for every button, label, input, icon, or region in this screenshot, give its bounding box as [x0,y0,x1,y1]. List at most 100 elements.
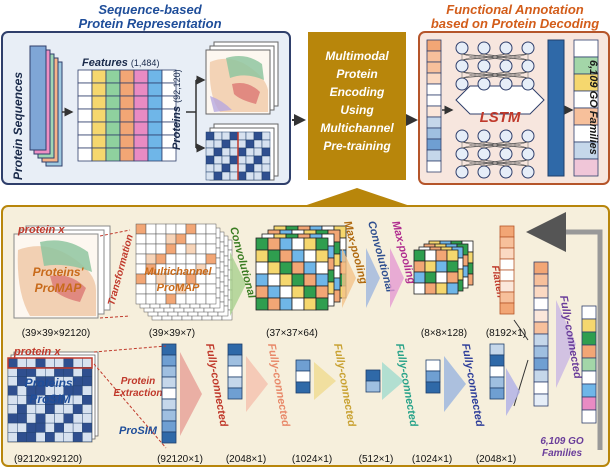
pool2-feature-cube [413,240,474,295]
feature-cell [133,69,149,84]
dim-39x39x7: (39×39×7) [149,328,195,339]
feature-cell [119,82,135,97]
multichannel-label-line2: ProMAP [157,282,200,294]
sequence-sheets [29,45,63,167]
feature-cell [147,82,163,97]
feature-cell [105,69,121,84]
feature-cell [147,147,163,162]
dim-8x8x128: (8×8×128) [421,328,467,339]
dim-92120x92120: (92120×92120) [14,454,82,465]
center-line3: Encoding [330,85,385,99]
dim-2048x1-b: (2048×1) [476,454,516,465]
feature-cell [91,95,107,110]
input-embedding-column [426,39,442,173]
output-column [581,305,597,424]
feature-cell [91,147,107,162]
fc-chain [161,343,520,444]
hidden-column [547,39,565,177]
center-line1: Multimodal [325,49,389,63]
feature-cell [147,108,163,123]
protein-extraction-line1: Protein [121,376,155,387]
protein-x-label-bottom: protein x [13,346,61,358]
center-line5: Multichannel [320,121,394,135]
protein-extraction-line2: Extraction [114,388,163,399]
fc-right-arrow [556,300,576,388]
feature-cell [119,95,135,110]
promap-label-line2: ProMAP [35,281,83,295]
merge-column [513,261,549,407]
prosim-thumbnail [205,123,279,181]
center-line2: Protein [336,67,377,81]
feature-cell [91,69,107,84]
dim-1024x1-a: (1024×1) [292,454,332,465]
feature-cell [77,134,93,149]
feature-cell [147,121,163,136]
feature-cell [147,134,163,149]
feature-cell [147,69,163,84]
feature-grid [77,69,177,162]
center-line6: Pre-training [323,139,391,153]
feature-cell [105,82,121,97]
multichannel-label-line1: Multichannel [144,266,212,278]
feature-cell [133,82,149,97]
prosim-dash-b [93,363,167,449]
proteins-promap-stack [13,225,111,319]
multichannel-promap [135,223,233,321]
feature-cell [77,147,93,162]
prosim-label-line2: ProSIM [29,392,71,406]
feature-cell [105,147,121,162]
center-line4: Using [340,103,374,117]
promap-dash-b [99,315,131,319]
go-output-column [573,39,599,177]
prosim-small-label: ProSIM [119,425,158,437]
left-title-line1: Sequence-based [98,2,202,17]
conv1-arrow [230,252,246,316]
protein-x-label-top: protein x [17,224,65,236]
feature-cell [91,134,107,149]
go-families-bottom-line2: Families [542,448,582,459]
feature-cell [133,147,149,162]
flatten-column [499,225,529,341]
right-title-line2: based on Protein Decoding [431,16,599,31]
encoding-block [308,32,406,180]
feature-cell [77,69,93,84]
feature-cell [77,95,93,110]
proteins-prosim-matrix [7,351,99,443]
feature-cell [77,82,93,97]
proteins-label: Proteins (92,120) [171,69,183,150]
dim-37x37x64: (37×37×64) [266,328,318,339]
maxpool1-arrow [342,248,356,308]
promap-thumbnail [205,41,279,115]
feature-cell [91,121,107,136]
protein-sequences-label: Protein Sequences [11,72,25,180]
left-title-line2: Protein Representation [78,16,221,31]
prosim-dash-a [93,345,167,353]
feature-cell [119,147,135,162]
dim-512x1: (512×1) [359,454,394,465]
feature-cell [77,121,93,136]
feature-cell [133,134,149,149]
feature-cell [161,147,177,162]
feature-cell [119,121,135,136]
lstm-network [455,41,545,179]
go-families-bottom-line1: 6,109 GO [540,436,584,447]
feature-cell [119,69,135,84]
promap-dash-a [99,229,131,237]
right-title-line1: Functional Annotation [446,2,583,17]
maxpool2-arrow [390,248,404,308]
feature-cell [105,95,121,110]
feature-cell [147,95,163,110]
feature-cell [77,108,93,123]
promap-label-line1: Proteins' [33,265,85,279]
feature-cell [105,121,121,136]
conv1-feature-cube [255,225,347,311]
features-label: Features (1,484) [82,57,159,69]
feature-cell [105,108,121,123]
lstm-label: LSTM [480,109,521,126]
go-families-label: 6,109 GO Families [587,60,599,155]
dim-2048x1-a: (2048×1) [226,454,266,465]
feature-cell [91,82,107,97]
dim-39x39x92120: (39×39×92120) [22,328,90,339]
prosim-label-line1: Proteins' [25,376,77,390]
